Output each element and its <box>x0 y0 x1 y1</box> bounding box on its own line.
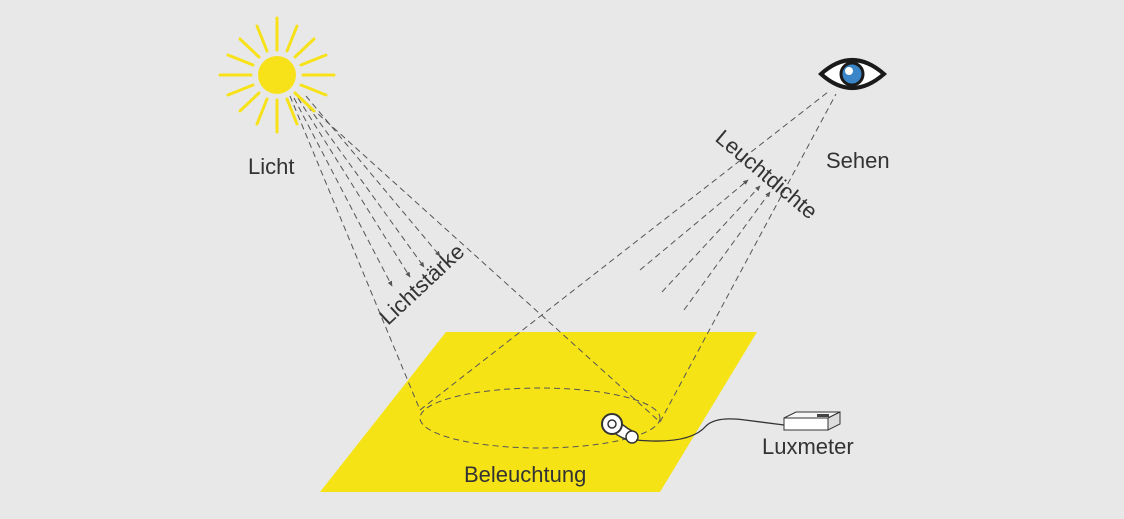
luxmeter-cable <box>635 418 785 442</box>
illuminated-surface <box>320 332 757 492</box>
sun-icon <box>218 16 336 134</box>
luminous-intensity-rays <box>289 93 661 423</box>
label-beleuchtung: Beleuchtung <box>464 462 586 487</box>
eye-icon <box>818 58 888 90</box>
illuminated-area-ellipse <box>419 387 661 449</box>
label-leuchtdichte: Leuchtdichte <box>711 125 823 224</box>
label-luxmeter: Luxmeter <box>762 434 854 459</box>
label-lichtstaerke: Lichtstärke <box>374 239 469 330</box>
label-sehen: Sehen <box>826 148 890 173</box>
luminance-rays <box>419 91 837 423</box>
label-licht: Licht <box>248 154 294 179</box>
light-sensor-icon <box>601 413 639 444</box>
luxmeter-device-icon <box>783 411 841 431</box>
